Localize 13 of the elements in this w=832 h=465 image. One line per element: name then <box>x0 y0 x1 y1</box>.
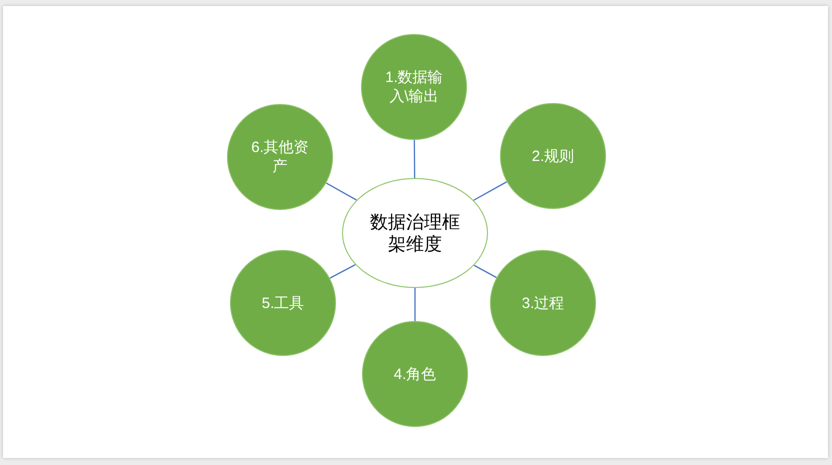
circle-label: 1.数据输入\输出 <box>384 68 444 106</box>
connector-line <box>326 182 357 201</box>
connector-line <box>473 181 508 201</box>
connector-line <box>414 140 416 178</box>
connector-line <box>474 264 497 278</box>
center-label: 数据治理框架维度 <box>369 211 461 255</box>
circle-label: 4.角色 <box>392 364 438 384</box>
connector-line <box>414 288 416 321</box>
circle-label: 2.规则 <box>530 146 576 166</box>
circle-label: 5.工具 <box>260 294 306 312</box>
connector-line <box>330 264 356 279</box>
circle-label: 6.其他资产 <box>250 138 310 176</box>
circle-label: 3.过程 <box>520 294 566 312</box>
